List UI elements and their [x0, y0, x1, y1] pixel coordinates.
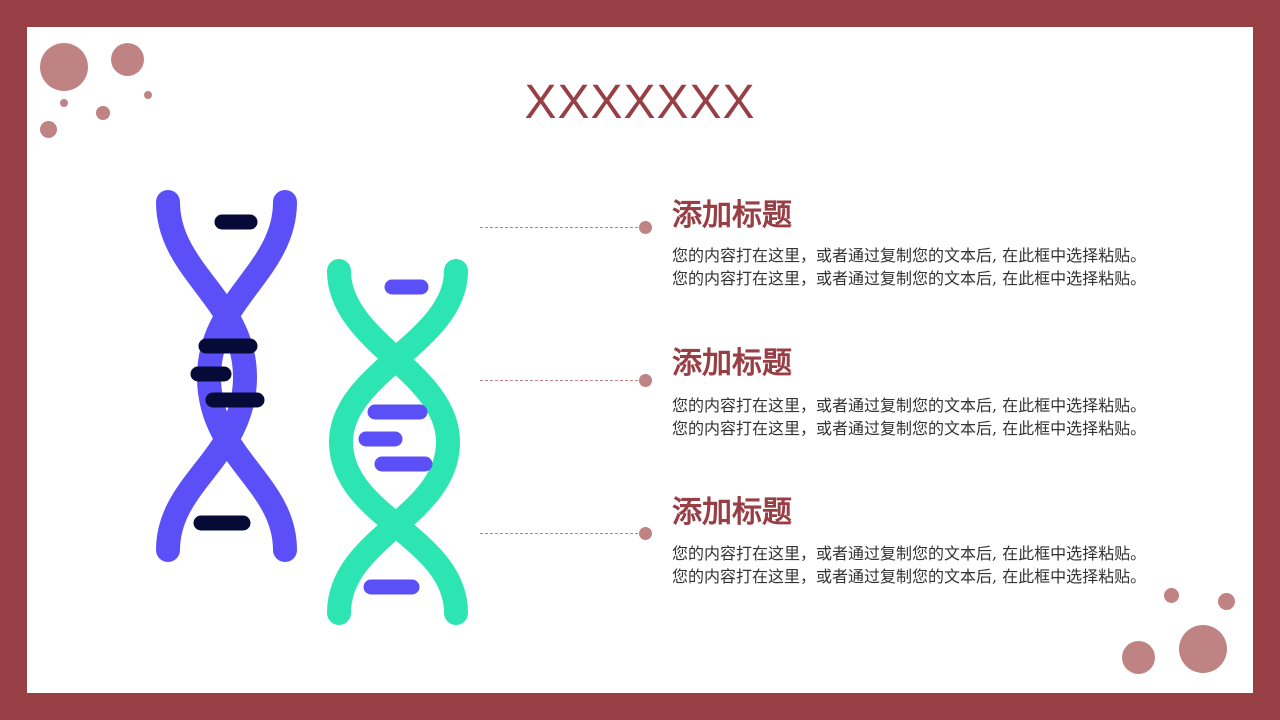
- slide-canvas: XXXXXXX 添加标题 您的内容打在: [27, 27, 1253, 693]
- dna-illustration: [156, 190, 468, 625]
- item-body: 您的内容打在这里，或者通过复制您的文本后, 在此框中选择粘贴。您的内容打在这里，…: [672, 544, 1147, 586]
- decor-dot: [111, 43, 144, 76]
- item-heading: 添加标题: [672, 495, 792, 530]
- decor-dot: [1164, 588, 1179, 603]
- decor-dot: [96, 106, 110, 120]
- slide-title: XXXXXXX: [524, 76, 756, 129]
- item-body: 您的内容打在这里，或者通过复制您的文本后, 在此框中选择粘贴。您的内容打在这里，…: [672, 396, 1147, 438]
- item-heading: 添加标题: [672, 198, 792, 233]
- decor-dot: [40, 121, 57, 138]
- connector-dot: [639, 374, 652, 387]
- decor-dot: [40, 43, 88, 91]
- item-body: 您的内容打在这里，或者通过复制您的文本后, 在此框中选择粘贴。您的内容打在这里，…: [672, 246, 1147, 288]
- decor-dot: [1179, 625, 1227, 673]
- decor-dot: [1122, 641, 1155, 674]
- connector-line: [480, 380, 643, 381]
- decor-dot: [144, 91, 152, 99]
- connector-dot: [639, 527, 652, 540]
- item-heading: 添加标题: [672, 346, 792, 381]
- blue-dna-rungs: [190, 214, 265, 531]
- connector-dot: [639, 221, 652, 234]
- connector-line: [480, 533, 643, 534]
- connector-line: [480, 227, 643, 228]
- green-dna-helix-icon: [327, 259, 468, 625]
- decor-dot: [1218, 593, 1235, 610]
- decor-dot: [60, 99, 68, 107]
- green-dna-rungs: [358, 279, 433, 595]
